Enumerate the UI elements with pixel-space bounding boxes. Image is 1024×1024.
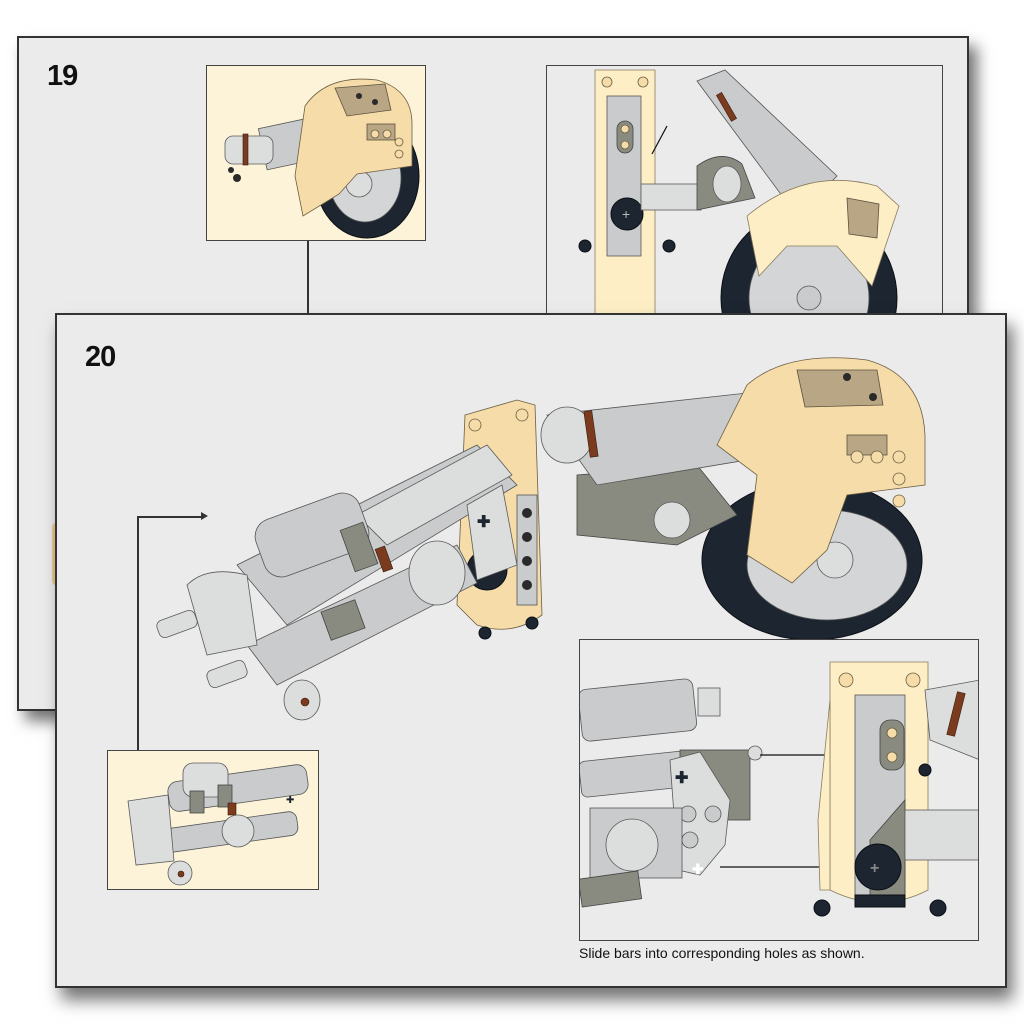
detail-caption: Slide bars into corresponding holes as s… — [579, 945, 865, 961]
subassembly-callout — [206, 65, 426, 241]
svg-text:✚: ✚ — [675, 770, 688, 787]
svg-text:✚: ✚ — [692, 861, 704, 877]
arrow-head-icon — [201, 512, 208, 520]
callout-connector-line-horizontal — [137, 516, 203, 518]
callout-connector-line — [137, 516, 139, 751]
detail-illustration: ✚ ✚ + — [580, 661, 978, 917]
svg-text:✚: ✚ — [477, 514, 490, 531]
svg-text:+: + — [870, 860, 879, 877]
fender-attachment-illustration: + — [578, 69, 900, 365]
main-model-illustration: ✚ — [156, 357, 926, 721]
subassembly-illustration — [224, 78, 420, 239]
subassembly-illustration: ✚ — [127, 762, 309, 886]
subassembly-callout: ✚ — [107, 750, 319, 890]
svg-text:✚: ✚ — [286, 795, 294, 806]
callout-connector-line — [307, 241, 309, 351]
svg-text:+: + — [622, 206, 630, 222]
step-number: 19 — [47, 60, 78, 92]
instruction-page-step-20: 20 — [55, 313, 1007, 988]
step-number: 20 — [85, 341, 116, 373]
detail-view: ✚ ✚ + — [579, 639, 979, 941]
